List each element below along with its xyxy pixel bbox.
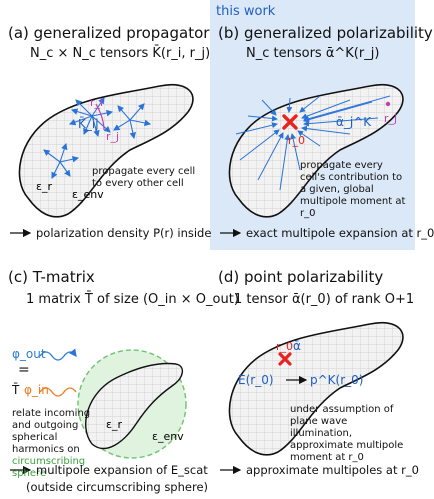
panel-a-scatterer (18, 83, 194, 218)
panel-b-alpha-label: ᾱ_j^K (336, 115, 372, 129)
panel-d-E-label: E(r_0) (238, 373, 274, 387)
panel-c-note: relate incoming and outgoing spherical h… (12, 408, 94, 480)
panel-c-incoming-wave (39, 387, 77, 397)
figure: { "header_tag": "this work", "panels": {… (8, 0, 434, 494)
panel-b-rj-dot (385, 101, 391, 107)
panel-d-alpha-label: ᾱ (293, 339, 301, 353)
panel-d-note: under assumption of plane wave illuminat… (290, 404, 404, 463)
this-work-tag: this work (216, 4, 276, 19)
panel-c-phi-out: φ_out (12, 347, 46, 361)
panel-c-eps-env: ε_env (152, 430, 184, 443)
panel-a-title: (a) generalized propagator (8, 24, 210, 42)
panel-c-note-green: circumscribing sphere (12, 456, 86, 479)
panel-b-polarizability-arrows (235, 95, 391, 191)
panel-d-title: (d) point polarizability (218, 268, 384, 286)
panel-d-bottom: approximate multipoles at r_0 (246, 463, 419, 477)
diagram-canvas: r_i r_j K̄_ij ε_r ε_env r_0 r_j ᾱ_j^K φ_… (10, 83, 404, 475)
panel-c-outgoing-wave (39, 348, 77, 361)
panel-c-equals: = (18, 362, 30, 378)
panel-c-title: (c) T-matrix (8, 268, 95, 286)
panel-b-r0-label: r_0 (288, 134, 305, 147)
panel-c-note-text: relate incoming and outgoing spherical h… (12, 408, 91, 455)
panel-b-rj-label: r_j (384, 112, 397, 125)
panel-c-subtitle: 1 matrix T̄ of size (O_in × O_out) (26, 292, 239, 307)
panel-b-subtitle: N_c tensors ᾱ^K(r_j) (246, 46, 380, 61)
panel-d-subtitle: 1 tensor ᾱ(r_0) of rank O+1 (234, 292, 415, 307)
panel-d-r0-label: r_0 (276, 340, 293, 353)
panel-a-kij-label: K̄_ij (78, 117, 99, 131)
panel-b-title: (b) generalized polarizability (218, 24, 433, 42)
panel-a-bottom: polarization density P(r) inside (36, 226, 212, 240)
panel-a-kij-arc (95, 103, 105, 131)
panel-c-phi-in: φ_in (24, 383, 49, 397)
panel-d-p-label: p^K(r_0) (310, 373, 363, 387)
panel-a-ri-label: r_i (90, 96, 103, 109)
panel-b-r0-marker (282, 114, 298, 130)
panel-a-eps-r: ε_r (36, 180, 52, 193)
panel-b-bottom: exact multipole expansion at r_0 (246, 226, 434, 240)
panel-b-note: propagate every cell's contribution to a… (300, 160, 406, 219)
panel-d-scatterer (228, 321, 404, 456)
panel-c-bottom-2: (outside circumscribing sphere) (26, 480, 209, 494)
panel-a-rj-label: r_j (106, 130, 119, 143)
panel-a-eps-env: ε_env (72, 188, 104, 201)
panel-d-r0-marker (278, 352, 292, 366)
panel-c-T: T̄ (11, 383, 20, 397)
panel-c-scatterer (85, 362, 183, 450)
panel-a-note: propagate every cell to every other cell (92, 166, 196, 189)
panel-c-eps-r: ε_r (106, 418, 122, 431)
panel-c-bottom-1: multipole expansion of E_scat (36, 463, 208, 477)
panel-a-subtitle: N_c × N_c tensors K̄(r_i, r_j) (30, 46, 211, 61)
